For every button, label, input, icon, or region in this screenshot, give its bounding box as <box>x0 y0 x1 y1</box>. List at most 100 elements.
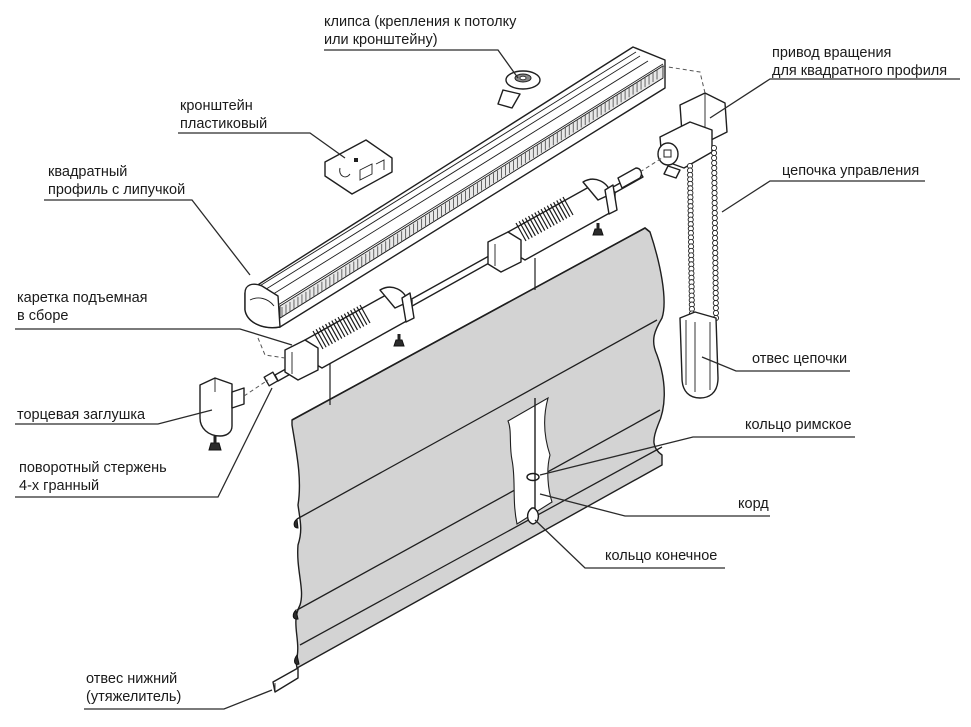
chain-bead <box>711 184 718 192</box>
spring-coil <box>359 304 371 324</box>
label-drive-line2: для квадратного профиля <box>772 63 947 79</box>
spring-coil <box>331 320 343 339</box>
lift-carriage-front <box>284 286 415 381</box>
spring-coil <box>553 201 565 221</box>
spring-coil <box>356 306 368 326</box>
end-cap <box>199 377 245 437</box>
leader-lines <box>15 49 960 710</box>
label-clip: клипса (крепления к потолку <box>324 14 517 30</box>
chain-bead <box>711 224 718 232</box>
chain-bead <box>712 299 719 307</box>
spring-coil <box>524 217 536 237</box>
chain-bead <box>712 309 719 317</box>
spring-coil <box>562 196 574 216</box>
label-bottom-weight-line2: (утяжелитель) <box>86 689 181 705</box>
chain-bead <box>711 159 718 167</box>
label-end-ring: кольцо конечное <box>605 548 717 564</box>
chain-bead <box>711 154 718 162</box>
chain-bead <box>712 279 719 287</box>
fabric-panel <box>272 227 665 693</box>
spring-coil <box>340 315 352 334</box>
chain-bead <box>711 179 718 187</box>
spring-coil <box>556 200 568 219</box>
spring-coil <box>312 330 324 350</box>
chain-weight <box>679 311 719 399</box>
chain-bead <box>712 269 719 277</box>
label-roman-ring: кольцо римское <box>745 417 852 433</box>
chain-bead <box>711 194 718 202</box>
label-carriage-line2: в сборе <box>17 308 68 324</box>
chain-bead <box>710 144 718 152</box>
label-chain: цепочка управления <box>782 163 919 179</box>
spring-coil <box>528 215 540 235</box>
chain-bead <box>712 234 719 242</box>
spring-coil <box>540 208 552 228</box>
chain-bead <box>712 264 719 272</box>
spring-coil <box>353 308 365 327</box>
roman-ring-icon <box>526 472 540 482</box>
label-chain-weight: отвес цепочки <box>752 351 847 367</box>
spring-coil <box>518 220 530 240</box>
ceiling-clip <box>497 70 541 109</box>
control-chain <box>686 144 720 322</box>
label-carriage: каретка подъемная <box>17 290 148 306</box>
chain-bead <box>711 209 718 217</box>
spring-coil <box>315 328 327 348</box>
spring-coil <box>515 222 527 242</box>
label-rod: поворотный стержень <box>19 460 167 476</box>
chain-bead <box>712 259 719 267</box>
spring-coil <box>321 325 333 345</box>
label-clip-line2: или кронштейну) <box>324 32 438 48</box>
chain-bead <box>711 164 718 172</box>
spring-coil <box>325 323 337 343</box>
label-bracket-line2: пластиковый <box>180 116 267 132</box>
carriage-spring <box>515 196 574 242</box>
spring-coil <box>350 309 362 329</box>
spring-coil <box>559 198 571 218</box>
chain-bead <box>712 304 719 312</box>
chain-drive-unit <box>657 92 728 179</box>
spring-coil <box>337 316 349 336</box>
spring-coil <box>318 327 330 346</box>
chain-bead <box>711 229 719 237</box>
label-rod-line2: 4-х гранный <box>19 478 99 494</box>
chain-bead <box>711 169 718 177</box>
chain-bead <box>711 174 718 182</box>
plastic-bracket <box>324 139 393 195</box>
spring-coil <box>543 207 555 226</box>
square-profile-rail <box>244 46 666 329</box>
velcro-strip <box>281 69 658 317</box>
spring-coil <box>534 212 546 231</box>
carriage-spring <box>312 304 371 350</box>
chain-bead <box>711 204 718 212</box>
spring-coil <box>537 210 549 230</box>
bottom-weight-bar <box>272 667 299 693</box>
chain-bead <box>711 214 718 222</box>
label-bracket: кронштейн <box>180 98 253 114</box>
lift-carriage-back <box>487 178 618 273</box>
chain-bead <box>711 189 718 197</box>
spring-coil <box>343 313 355 332</box>
label-cord: корд <box>738 496 769 512</box>
screw-icon <box>208 223 604 451</box>
chain-bead <box>712 249 719 257</box>
chain-bead <box>712 239 719 247</box>
label-profile: квадратный <box>48 164 127 180</box>
chain-bead <box>712 254 719 262</box>
spring-coil <box>546 205 558 224</box>
label-bottom-weight: отвес нижний <box>86 671 177 687</box>
label-drive: привод вращения <box>772 45 891 61</box>
chain-bead <box>711 219 718 227</box>
label-profile-line2: профиль с липучкой <box>48 182 185 198</box>
spring-coil <box>346 311 358 331</box>
chain-bead <box>712 274 719 282</box>
chain-bead <box>712 294 719 302</box>
label-end-cap: торцевая заглушка <box>17 407 146 423</box>
chain-bead <box>712 289 719 297</box>
spring-coil <box>328 322 340 341</box>
chain-bead <box>711 199 718 207</box>
spring-coil <box>521 219 533 238</box>
chain-bead <box>711 149 718 157</box>
chain-bead <box>712 284 719 292</box>
